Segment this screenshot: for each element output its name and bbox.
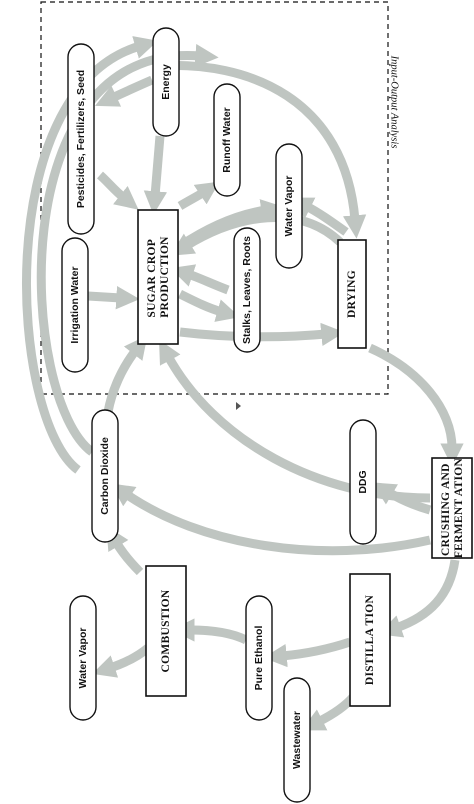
flow-crushing-to-ddg <box>371 482 432 515</box>
flow-carbon-dioxide-to-sugar-crop <box>103 335 148 413</box>
flow-energy-to-sugar-crop <box>143 135 168 215</box>
flow-crushing-to-sugar-crop <box>158 339 431 503</box>
water-vapor-bottom-node: Water Vapor <box>69 595 97 721</box>
flow-combustion-to-water-vapor <box>92 644 151 678</box>
crushing-label-line1: CRUSHING AND <box>440 463 452 556</box>
ddg-node: DDG <box>349 419 377 545</box>
water-vapor-bottom-label: Water Vapor <box>77 628 89 689</box>
distillation-label: DISTILLA TION <box>364 594 376 685</box>
water-vapor-top-node: Water Vapor <box>275 143 303 269</box>
drying-box: DRYING <box>337 239 367 349</box>
sugar-crop-label-line1: SUGAR CROP <box>146 239 158 317</box>
combustion-box: COMBUSTION <box>145 565 187 697</box>
flow-stalks-to-sugar-crop <box>170 264 230 295</box>
ddg-label: DDG <box>357 470 369 493</box>
distillation-box: DISTILLA TION <box>349 573 391 707</box>
stalks-node: Stalks, Leaves, Roots <box>233 227 261 353</box>
boundary-marker <box>236 402 241 410</box>
flow-crushing-to-distillation <box>378 559 460 638</box>
flow-sugar-crop-to-runoff <box>177 181 220 210</box>
carbon-dioxide-label: Carbon Dioxide <box>99 437 111 515</box>
crushing-label: CRUSHING AND FERMENT ATION <box>440 457 465 558</box>
flow-drying-to-sugar-crop <box>170 213 344 256</box>
sugar-crop-production-box: SUGAR CROP PRODUCTION <box>137 209 179 345</box>
flow-drying-to-water-vapor <box>289 197 349 236</box>
flow-distillation-to-pure-ethanol <box>263 637 352 668</box>
irrigation-water-label: Irrigation Water <box>69 266 81 343</box>
carbon-dioxide-node: Carbon Dioxide <box>91 409 119 543</box>
energy-node: Energy <box>152 27 180 137</box>
flow-energy-to-drying <box>155 60 367 239</box>
energy-label: Energy <box>160 64 172 100</box>
combustion-label: COMBUSTION <box>160 589 172 672</box>
analysis-boundary <box>40 1 389 395</box>
pesticides-label: Pesticides, Fertilizers, Seed <box>75 70 87 208</box>
irrigation-water-node: Irrigation Water <box>61 237 89 373</box>
flow-crushing-to-carbon-dioxide <box>110 483 431 556</box>
flow-pure-ethanol-to-combustion <box>171 618 249 645</box>
flow-distillation-to-wastewater <box>301 693 358 731</box>
drying-label: DRYING <box>346 270 358 318</box>
flow-energy-to-pesticides <box>95 75 154 107</box>
flow-drying-to-crushing <box>368 343 464 467</box>
boundary-label: Input-Output Analysis <box>389 55 400 149</box>
water-vapor-top-label: Water Vapor <box>283 176 295 237</box>
flow-pesticides-to-sugar-crop <box>96 171 139 210</box>
wastewater-node: Wastewater <box>283 677 311 803</box>
pure-ethanol-node: Pure Ethanol <box>245 595 273 721</box>
flow-combustion-to-carbon-dioxide <box>106 525 144 576</box>
crushing-label-line2: FERMENT ATION <box>453 457 465 558</box>
crushing-fermentation-box: CRUSHING AND FERMENT ATION <box>431 457 473 559</box>
flow-arrows <box>21 36 464 731</box>
pure-ethanol-label: Pure Ethanol <box>253 626 265 691</box>
stalks-label: Stalks, Leaves, Roots <box>241 236 253 344</box>
pesticides-node: Pesticides, Fertilizers, Seed <box>67 43 95 235</box>
flow-irrigation-to-sugar-crop <box>87 286 140 310</box>
runoff-water-label: Runoff Water <box>221 107 233 173</box>
wastewater-label: Wastewater <box>291 711 303 769</box>
flow-carbon-dioxide-loop-to-drying <box>36 43 219 456</box>
sugar-crop-label-line2: PRODUCTION <box>159 236 171 318</box>
runoff-water-node: Runoff Water <box>213 83 241 197</box>
flow-sugar-crop-to-stalks <box>177 289 240 322</box>
sugar-crop-label: SUGAR CROP PRODUCTION <box>146 236 171 318</box>
